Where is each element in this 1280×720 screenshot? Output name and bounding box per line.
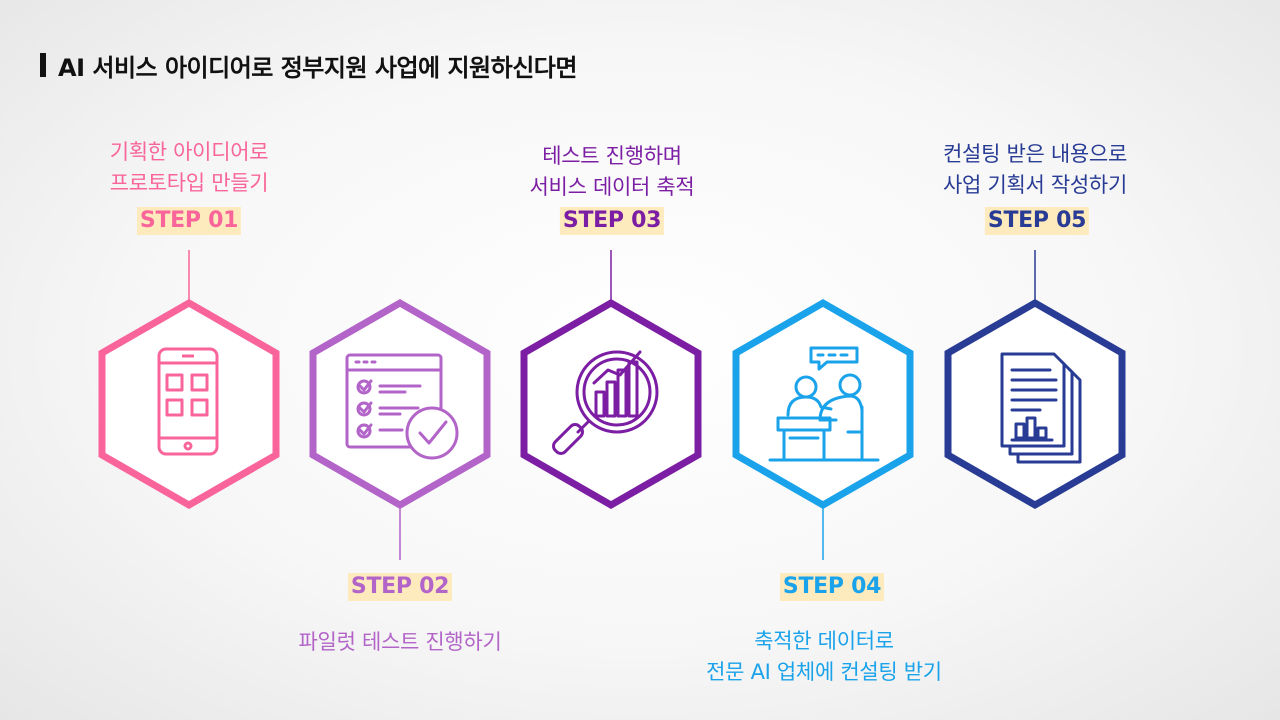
title-marker (40, 53, 46, 77)
step-5-label: STEP 05 (984, 207, 1090, 235)
step-4-line-1: 축적한 데이터로 (754, 629, 894, 653)
step-4-description: 축적한 데이터로 전문 AI 업체에 컨설팅 받기 (706, 626, 942, 688)
consulting-meeting-icon (768, 346, 880, 462)
step-1-hexagon (98, 298, 280, 510)
checklist-icon (345, 353, 459, 460)
step-3-description: 테스트 진행하며 서비스 데이터 축적 (530, 141, 695, 203)
step-1-label: STEP 01 (136, 207, 242, 235)
step-4-line-2: 전문 AI 업체에 컨설팅 받기 (706, 660, 942, 684)
step-5-description: 컨설팅 받은 내용으로 사업 기획서 작성하기 (943, 139, 1127, 201)
business-plan-document-icon (1000, 352, 1082, 464)
step-2-label: STEP 02 (347, 573, 453, 601)
step-4-hexagon (732, 298, 914, 510)
step-5-line-1: 컨설팅 받은 내용으로 (943, 142, 1127, 166)
step-3-line-2: 서비스 데이터 축적 (529, 175, 695, 199)
step-1-line-2: 프로토타입 만들기 (109, 171, 269, 195)
step-4-label: STEP 04 (779, 573, 885, 601)
page-title: AI 서비스 아이디어로 정부지원 사업에 지원하신다면 (40, 48, 577, 82)
step-2-description: 파일럿 테스트 진행하기 (299, 627, 502, 658)
step-2-hexagon (309, 298, 491, 510)
step-3-label: STEP 03 (559, 207, 665, 235)
step-1-description: 기획한 아이디어로 프로토타입 만들기 (110, 137, 269, 199)
data-analysis-magnifier-icon (552, 350, 659, 455)
step-5-line-2: 사업 기획서 작성하기 (943, 173, 1127, 197)
title-text: AI 서비스 아이디어로 정부지원 사업에 지원하신다면 (58, 53, 577, 82)
step-2-line-1: 파일럿 테스트 진행하기 (298, 630, 502, 654)
smartphone-app-icon (157, 347, 219, 456)
step-3-line-1: 테스트 진행하며 (542, 144, 682, 168)
step-1-line-1: 기획한 아이디어로 (109, 140, 269, 164)
step-3-hexagon (520, 298, 702, 510)
